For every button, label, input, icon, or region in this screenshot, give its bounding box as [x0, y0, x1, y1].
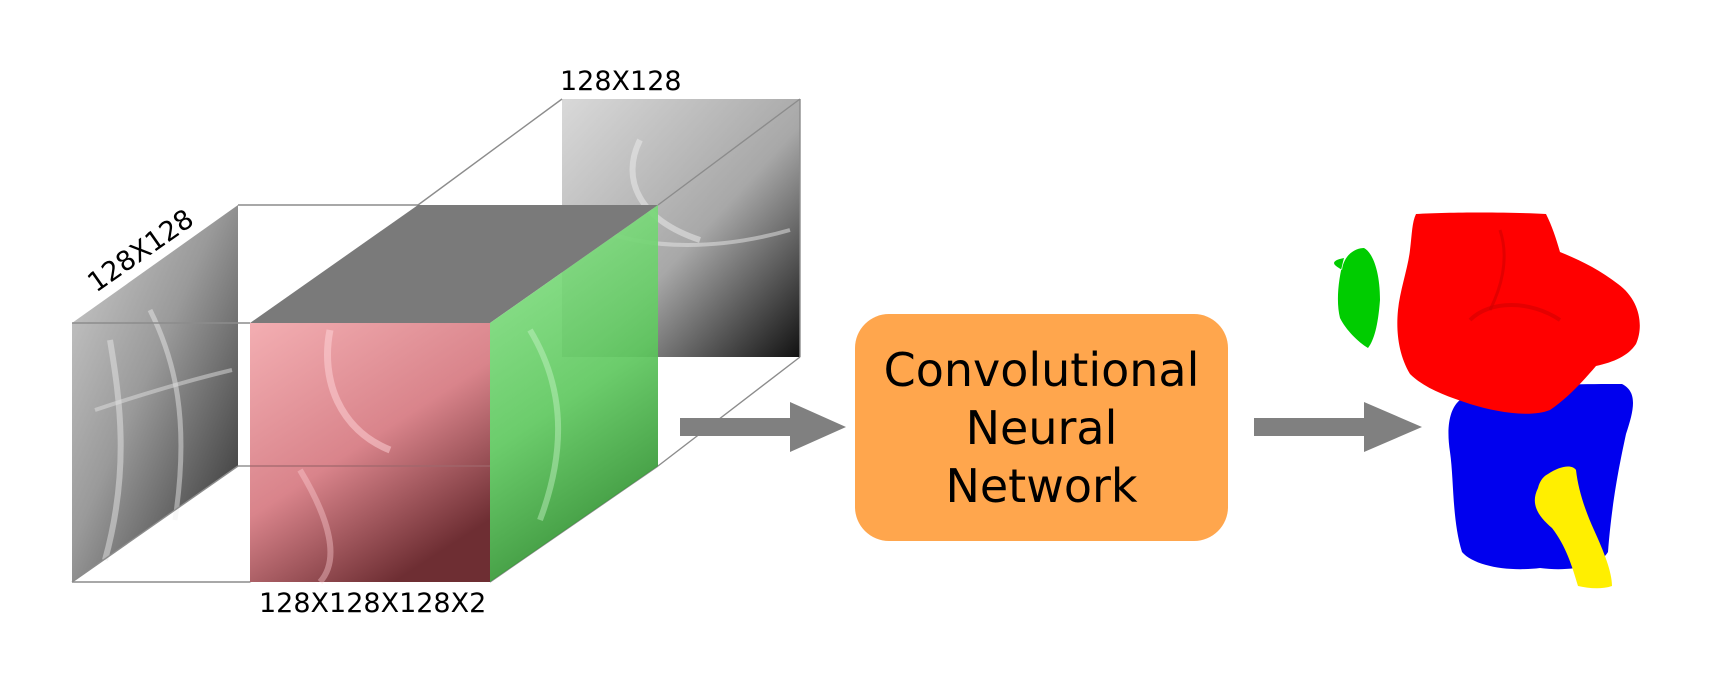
- top-view-label: 128X128: [560, 66, 682, 97]
- right-arrow-icon: [680, 402, 846, 452]
- cnn-label-line-3: Network: [945, 458, 1138, 513]
- patella-shape: [1334, 248, 1380, 348]
- cube-top-face: [250, 205, 658, 323]
- cnn-label-line-2: Neural: [965, 400, 1118, 455]
- femur-shape: [1397, 212, 1640, 414]
- green-channel-face: [490, 205, 658, 582]
- input-volume-stack: 128X128 128X128 128X128X128X2: [71, 66, 801, 619]
- cnn-box: Convolutional Neural Network: [855, 314, 1228, 541]
- right-arrow-icon: [1254, 402, 1422, 452]
- cnn-label-line-1: Convolutional: [883, 342, 1200, 397]
- knee-segmentation-3d: [1334, 212, 1640, 589]
- fibula-shape: [1534, 466, 1612, 589]
- pink-channel-face: [250, 323, 490, 582]
- left-xray-plane: [72, 205, 238, 582]
- volume-label: 128X128X128X2: [259, 588, 486, 619]
